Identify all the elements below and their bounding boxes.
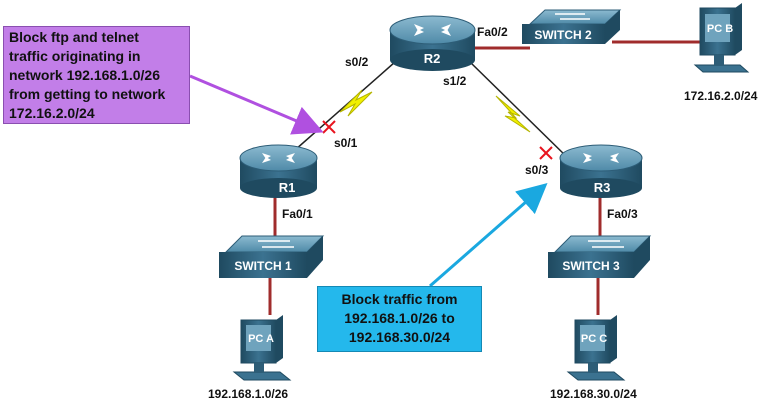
interface-label-r3-s0-3: s0/3 (525, 163, 549, 177)
callout-line: from getting to network (9, 86, 166, 102)
router-arrows-icon (414, 24, 451, 36)
router-arrows-icon (262, 153, 295, 163)
callout-block-ftp-telnet: Block ftp and telnet traffic originating… (3, 26, 190, 124)
router-r3[interactable]: R3 (559, 144, 643, 198)
router-r1[interactable]: R1 (239, 144, 318, 198)
network-label-pc-a: 192.168.1.0/26 (208, 387, 288, 401)
switch-arrows-icon (555, 13, 590, 20)
switch-3[interactable]: SWITCH 3 (548, 235, 652, 278)
serial-link-r2-r3 (469, 61, 571, 161)
acl-marker-r1-s0-1 (322, 120, 336, 134)
pc-label-b: PC B (707, 23, 733, 35)
callout-line: 172.16.2.0/24 (9, 105, 95, 121)
acl-marker-r3-s0-3 (539, 146, 553, 160)
interface-label-r2-s0-2: s0/2 (345, 55, 369, 69)
callout-arrow-1 (189, 74, 324, 135)
pc-a[interactable]: PC A (232, 315, 292, 381)
callout-line: traffic originating in (9, 48, 141, 64)
callout-line: 192.168.30.0/24 (348, 329, 451, 345)
router-label-r3: R3 (594, 180, 611, 195)
interface-label-r1-fa0-1: Fa0/1 (282, 207, 313, 221)
interface-label-r2-s1-2: s1/2 (443, 74, 467, 88)
switch-label-3: SWITCH 3 (562, 259, 620, 273)
callout-line: Block ftp and telnet (9, 29, 139, 45)
router-label-r1: R1 (279, 180, 296, 195)
router-r2[interactable]: R2 (389, 15, 476, 71)
callout-arrow-2 (429, 183, 548, 288)
switch-arrows-icon (258, 240, 294, 248)
callout-line: Block traffic from (341, 291, 458, 307)
network-label-pc-c: 192.168.30.0/24 (550, 387, 637, 401)
switch-arrows-icon (588, 240, 624, 248)
pc-c[interactable]: PC C (566, 315, 626, 381)
interface-label-r1-s0-1: s0/1 (334, 136, 358, 150)
switch-label-2: SWITCH 2 (534, 28, 592, 42)
network-label-pc-b: 172.16.2.0/24 (684, 89, 758, 103)
router-label-r2: R2 (424, 51, 441, 66)
router-arrows-icon (583, 153, 619, 163)
callout-line: network 192.168.1.0/26 (9, 67, 160, 83)
interface-label-r2-fa0-2: Fa0/2 (477, 25, 508, 39)
switch-1[interactable]: SWITCH 1 (219, 235, 325, 278)
pc-label-a: PC A (248, 333, 274, 345)
serial-link-r1-r2 (294, 61, 396, 151)
callout-line: 192.168.1.0/26 to (344, 310, 455, 326)
switch-2[interactable]: SWITCH 2 (522, 9, 622, 44)
callout-block-traffic: Block traffic from 192.168.1.0/26 to 192… (317, 286, 482, 352)
pc-b[interactable]: PC B (693, 3, 750, 73)
pc-label-c: PC C (581, 333, 607, 345)
interface-label-r3-fa0-3: Fa0/3 (607, 207, 638, 221)
switch-label-1: SWITCH 1 (234, 259, 292, 273)
